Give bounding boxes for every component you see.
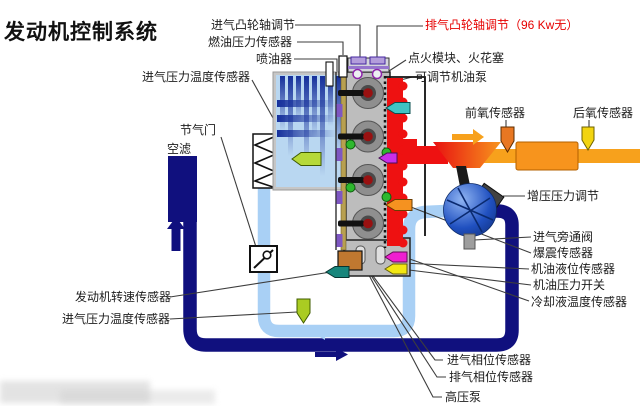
page-title: 发动机控制系统 [4,21,158,44]
exhaust-flow-arrow [452,129,484,145]
leader-injector [294,58,338,74]
exhaust-pipe-step [403,139,417,149]
leader-bypass [473,236,532,241]
leader-coolant [403,256,530,302]
label-engine-speed-sensor: 发动机转速传感器 [75,290,172,304]
label-map-sensor-top: 进气压力温度传感器 [142,70,251,84]
label-intake-phase-sensor: 进气相位传感器 [447,353,532,367]
exhaust-pipe-red [403,146,448,164]
label-air-filter: 空滤 [167,142,192,156]
coolant-temp-marker [384,251,408,263]
leader-fuel-pressure [297,41,344,55]
turbocharger [443,166,505,250]
oil-pump-marker [385,102,411,114]
leader-map-bottom [169,311,298,320]
catalytic-converter [515,141,579,171]
leader-ignition [388,59,407,72]
spark-plug-well [352,68,363,80]
exhaust-funnel [433,142,501,168]
label-throttle: 节气门 [180,123,217,137]
front-o2-sensor-marker [500,126,515,153]
air-inlet-arrow [167,217,185,251]
cylinder [338,164,384,196]
fuel-pressure-sensor [338,55,348,78]
watermark-smudge [0,381,150,403]
head-gasket-line [348,66,389,69]
label-intake-bypass-valve: 进气旁通阀 [533,230,594,244]
intake-manifold [272,71,351,191]
phase-sensor-marker [378,152,398,164]
injector [338,90,364,96]
watermark-smudge [60,390,215,404]
leader-hp-pump [359,257,442,398]
label-oil-level-sensor: 机油液位传感器 [531,262,616,276]
turbo-impeller-lines [446,187,494,233]
throttle-valve-symbol [249,245,278,273]
rail-top-fitting [325,61,334,87]
cylinder [338,120,384,153]
label-knock-sensor: 爆震传感器 [533,246,594,260]
air-filter-box [168,156,197,222]
spark-plug-well [371,68,383,80]
leader-intake-cam [295,24,361,59]
injector [338,177,364,183]
bypass-valve-stub [463,233,476,250]
label-exhaust-phase-sensor: 排气相位传感器 [449,370,534,384]
label-map-sensor-bottom: 进气压力温度传感器 [62,312,171,326]
intercooler-zigzag [252,135,279,189]
label-rear-o2-sensor: 后氧传感器 [573,106,634,120]
injector [338,220,364,227]
dark-intake-pipe [183,204,519,352]
intake-ports [336,104,343,247]
label-front-o2-sensor: 前氧传感器 [465,106,526,120]
label-high-pressure-pump: 高压泵 [445,390,482,404]
leader-oil-switch [408,269,532,286]
pan-journal [375,245,386,265]
bypass-marker [385,199,413,211]
intake-flow-arrow [315,348,348,361]
high-pressure-pump [337,250,363,271]
label-coolant-temp-sensor: 冷却液温度传感器 [531,295,628,309]
map-sensor-bottom-marker [296,298,311,324]
engine-speed-sensor-marker [325,266,350,278]
map-sensor-top-marker [291,152,322,166]
leader-lines [169,24,590,398]
label-injector: 喷油器 [256,52,293,66]
cylinders [338,77,384,240]
label-adjustable-oil-pump: 可调节机油泵 [415,70,488,84]
label-ignition-module: 点火模块、火花塞 [408,51,505,65]
leader-engine-speed [169,271,332,298]
leader-exhaust-cam [376,25,423,58]
cylinder [338,77,384,109]
air-streaks-horizontal [277,100,337,137]
rear-o2-sensor-marker [581,126,595,151]
leader-throttle [220,136,257,248]
charge-flow-arrow [313,326,346,340]
label-fuel-pressure-sensor: 燃油压力传感器 [208,35,293,49]
oil-switch-marker [384,263,408,275]
exhaust-cam-adjuster [369,56,386,65]
label-intake-cam-adjust: 进气凸轮轴调节 [211,18,296,32]
label-boost-pressure-adjust: 增压压力调节 [527,189,600,203]
cylinder [338,207,384,240]
intake-cam-adjuster [350,56,367,65]
oil-pump-frame [385,76,426,236]
engine-block [325,55,426,277]
injector [338,133,364,140]
label-exhaust-cam-adjust: 排气凸轮轴调节（96 Kw无） [425,18,579,32]
label-oil-pressure-switch: 机油压力开关 [533,278,606,292]
leader-exhaust-phase [351,245,446,378]
